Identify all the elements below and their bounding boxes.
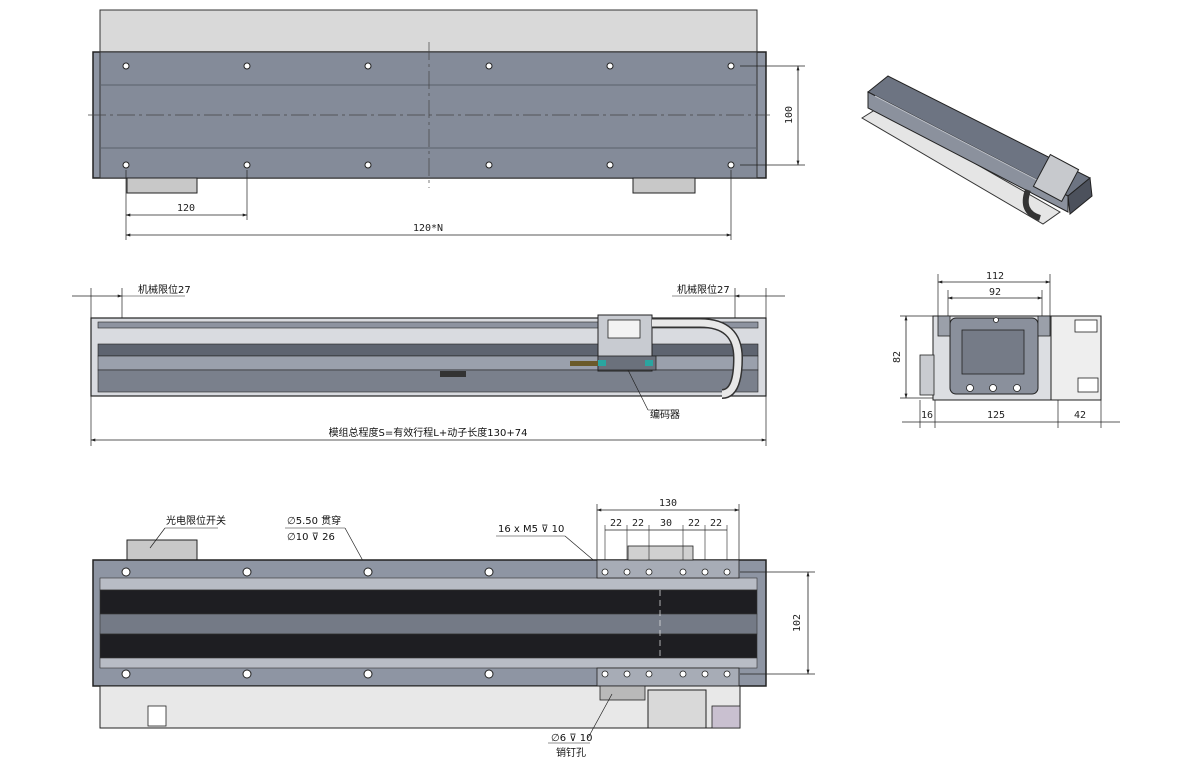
encoder-label: 编码器	[650, 408, 680, 421]
top-view: 120 120*N 100	[88, 9, 805, 240]
dim-22c: 22	[688, 518, 700, 529]
total-length-label: 模组总程度S=有效行程L+动子长度130+74	[329, 426, 528, 439]
hole-a-label: ∅5.50 贯穿	[287, 514, 341, 527]
sensor-bracket-left	[126, 177, 198, 194]
sensor-bracket-right	[632, 177, 696, 194]
mover-bottom	[596, 667, 740, 687]
dim-pitch: 120	[177, 203, 195, 214]
dim-82: 82	[892, 351, 903, 363]
thread-label: 16 x M5 ⊽ 10	[498, 524, 564, 535]
dim-16: 16	[921, 410, 933, 421]
mounting-holes-top	[122, 62, 735, 169]
dim-42: 42	[1074, 410, 1086, 421]
dim-130: 130	[659, 498, 677, 509]
photo-switch	[126, 539, 198, 561]
dim-22d: 22	[710, 518, 722, 529]
magnet-track-lower	[99, 633, 758, 659]
mover-top	[596, 559, 740, 579]
pin-hole-spec: ∅6 ⊽ 10	[551, 733, 592, 744]
dim-22b: 22	[632, 518, 644, 529]
dim-92: 92	[989, 287, 1001, 298]
side-view: 机械限位27 机械限位27 编码器 模组总程度S=有效行程L+动子长度130+7…	[72, 283, 785, 446]
mounting-holes-bottom	[121, 567, 494, 679]
top-cover-plate	[99, 9, 758, 53]
dim-width: 100	[784, 106, 795, 124]
hole-b-label: ∅10 ⊽ 26	[287, 532, 335, 543]
photo-switch-label: 光电限位开关	[166, 514, 226, 527]
dim-102: 102	[792, 614, 803, 632]
dim-total: 120*N	[413, 223, 443, 234]
dim-112: 112	[986, 271, 1004, 282]
dim-30: 30	[660, 518, 672, 529]
magnet-track-upper	[99, 589, 758, 615]
isometric-view	[861, 75, 1093, 225]
pin-hole-label: 销钉孔	[556, 746, 586, 759]
bottom-view: 光电限位开关 ∅5.50 贯穿 ∅10 ⊽ 26 16 x M5 ⊽ 10	[92, 498, 815, 759]
dim-22a: 22	[610, 518, 622, 529]
limit-label-left: 机械限位27	[138, 283, 191, 296]
dim-125: 125	[987, 410, 1005, 421]
limit-label-right: 机械限位27	[677, 283, 730, 296]
end-view: 112 92 82 16 125 42	[892, 271, 1120, 428]
